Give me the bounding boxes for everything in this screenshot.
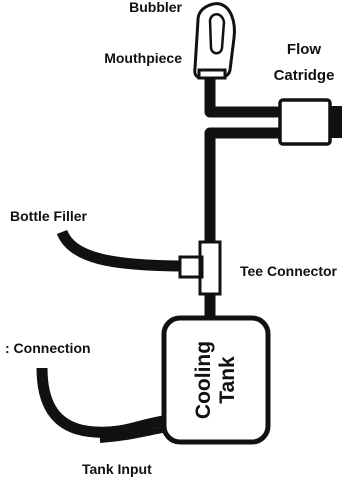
tank-input-label: Tank Input [82, 461, 152, 477]
flow-cartridge-label-line1: Flow [287, 41, 321, 58]
bubbler-mouthpiece [193, 2, 236, 80]
bottle-filler-label: Bottle Filler [10, 208, 88, 224]
hose-mouthpiece-to-cartridge [204, 75, 282, 118]
tank-label-line2: Tank [216, 356, 239, 404]
mouthpiece-label-line2: Mouthpiece [104, 50, 182, 66]
mouthpiece-label-line1: Bubbler [129, 0, 182, 15]
flow-cartridge [278, 98, 342, 146]
flow-cartridge-label-line2: Catridge [274, 67, 335, 84]
connection-label: : Connection [5, 340, 91, 356]
cooling-tank: Cooling Tank [161, 315, 271, 445]
hose-tank-input [36, 367, 171, 438]
tank-label-line1: Cooling [192, 341, 215, 419]
tee-connector [178, 240, 222, 296]
tee-connector-label: Tee Connector [240, 263, 338, 279]
hose-bottle-filler [56, 229, 189, 272]
hose-cartridge-to-tee [204, 127, 282, 250]
